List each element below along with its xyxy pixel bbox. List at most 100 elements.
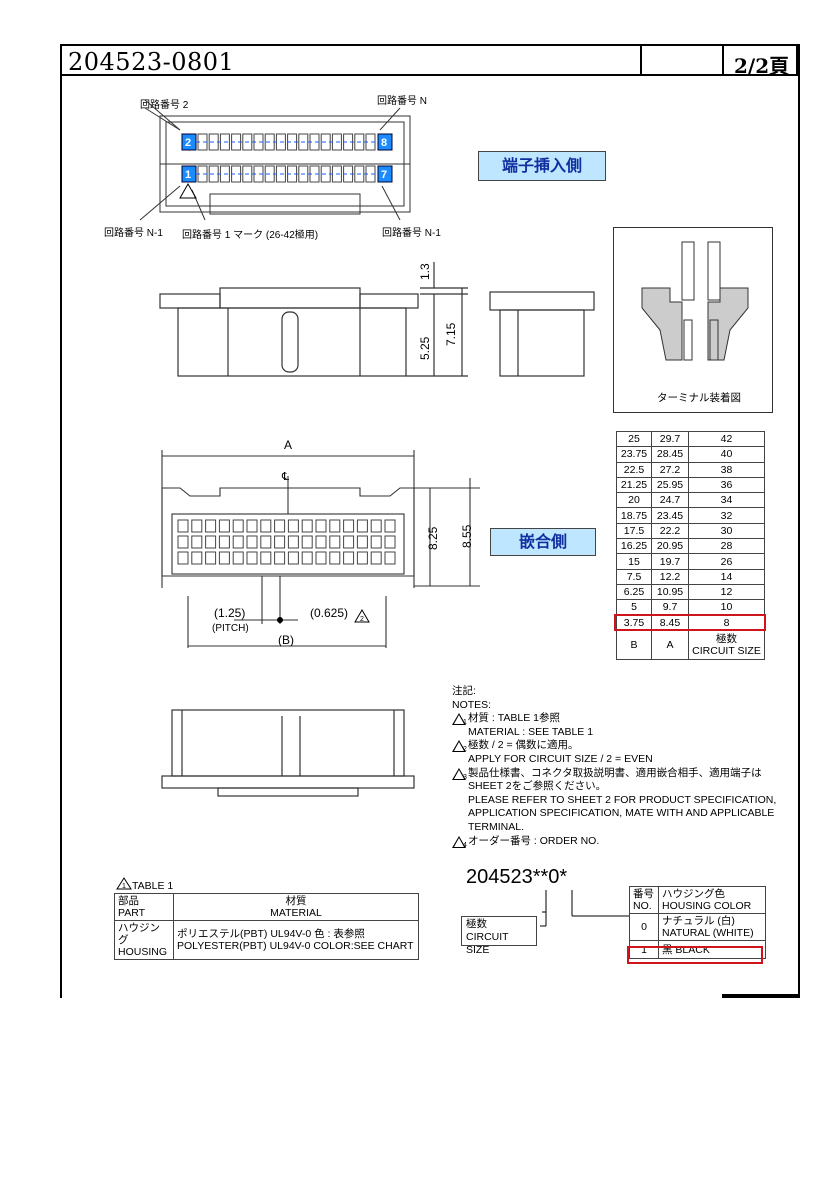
dim-8-25: 8.25	[426, 526, 440, 550]
label-circuit-n1-left: 回路番号 N-1	[104, 228, 163, 239]
front-contact-cell	[356, 551, 368, 565]
front-contact-cell	[205, 551, 217, 565]
front-contact-cell	[356, 535, 368, 549]
highlight-black-housing	[627, 946, 763, 964]
pin-label-8: 8	[381, 137, 387, 149]
cell-circuits: 36	[688, 476, 765, 494]
pin-cavity	[354, 133, 365, 151]
terminal-section-drawing	[641, 241, 749, 361]
order-code: 204523**0*	[466, 866, 568, 888]
front-contact-cell	[329, 535, 341, 549]
front-contact-cell	[315, 551, 327, 565]
pin-label-2: 2	[185, 137, 191, 149]
note-1-jp: 材質 : TABLE 1参照	[468, 712, 560, 725]
label-circuit-n1-right: 回路番号 N-1	[382, 228, 441, 239]
cell-b: 5	[616, 599, 652, 616]
pin-label-1: 1	[185, 169, 191, 181]
pin-cavity	[242, 165, 253, 183]
dim-5-25: 5.25	[418, 336, 432, 360]
pitch-label: (PITCH)	[212, 623, 249, 634]
cell-b: 23.75	[616, 446, 652, 463]
notes-block: 注記: NOTES: 1 材質 : TABLE 1参照 MATERIAL : S…	[452, 685, 792, 849]
note-2-en: APPLY FOR CIRCUIT SIZE / 2 = EVEN	[468, 752, 653, 765]
table-1-triangle-icon: 1	[116, 877, 132, 890]
front-contact-cell	[218, 551, 230, 565]
cell-b: 21.25	[616, 476, 652, 494]
note-3-triangle-icon: 3	[452, 767, 467, 781]
front-contact-cell	[191, 551, 203, 565]
front-contact-cell	[315, 535, 327, 549]
front-contact-cell	[301, 551, 313, 565]
cell-circuits: 38	[688, 461, 765, 478]
note-2: 2 極数 / 2 = 偶数に適用。 APPLY FOR CIRCUIT SIZE…	[452, 739, 792, 766]
cell-a: 27.2	[651, 461, 689, 478]
front-contact-cell	[232, 535, 244, 549]
hc-row0-color: ナチュラル (白)NATURAL (WHITE)	[658, 913, 766, 941]
front-contact-cell	[205, 535, 217, 549]
front-contact-cell	[260, 551, 272, 565]
note-3: 3 製品仕様書、コネクタ取扱説明書、適用嵌合相手、適用端子は SHEET 2をご…	[452, 767, 792, 835]
cell-circuits: 40	[688, 446, 765, 463]
header-circuits-jp: 極数	[716, 632, 737, 645]
label-circuit-n: 回路番号 N	[377, 96, 427, 107]
svg-text:1: 1	[122, 883, 126, 890]
cell-circuits: 26	[688, 553, 765, 570]
front-view-drawing	[161, 450, 480, 648]
pitch-value: (1.25)	[214, 606, 246, 620]
header-a: A	[651, 629, 689, 660]
note-3-en1: PLEASE REFER TO SHEET 2 FOR PRODUCT SPEC…	[468, 793, 777, 806]
header-circuit-size: 極数 CIRCUIT SIZE	[688, 629, 765, 660]
cell-b: 22.5	[616, 461, 652, 478]
front-contact-cell	[246, 535, 258, 549]
front-contact-cell	[384, 535, 396, 549]
cell-circuits: 30	[688, 522, 765, 540]
dim-8-55: 8.55	[460, 524, 474, 548]
cell-a: 22.2	[651, 522, 689, 540]
note-3-jp: 製品仕様書、コネクタ取扱説明書、適用嵌合相手、適用端子は	[468, 766, 762, 779]
circuit-size-callout: 極数 CIRCUIT SIZE	[461, 916, 537, 956]
front-contact-cell	[205, 519, 217, 533]
front-contact-cell	[343, 535, 355, 549]
front-contact-cell	[370, 535, 382, 549]
front-contact-cell	[218, 535, 230, 549]
order-leader-lines	[540, 890, 630, 927]
front-contact-cell	[260, 519, 272, 533]
mating-side-badge: 嵌合側	[490, 528, 596, 556]
notes-title-en: NOTES:	[452, 698, 492, 711]
label-circuit-2: 回路番号 2	[140, 100, 189, 111]
circuit-size-callout-en: CIRCUIT SIZE	[466, 931, 509, 956]
front-contact-cell	[301, 519, 313, 533]
cell-circuits: 10	[688, 599, 765, 616]
top-view-drawing: 2 8 1 7	[139, 100, 411, 221]
note-1-en: MATERIAL : SEE TABLE 1	[468, 725, 594, 738]
dim-b-label: (B)	[278, 633, 294, 647]
cell-circuits: 42	[688, 430, 765, 448]
table-1-title-text: TABLE 1	[132, 880, 174, 892]
front-contact-cell	[191, 535, 203, 549]
label-circuit-1-mark: 回路番号 1 マーク (26-42極用)	[182, 230, 319, 241]
cell-a: 19.7	[651, 553, 689, 570]
pin-cavity	[354, 165, 365, 183]
table-1-title: 1 TABLE 1	[116, 877, 173, 892]
front-contact-cell	[329, 519, 341, 533]
terminal-section-view-box	[613, 227, 773, 413]
pin-8-cavity	[377, 133, 393, 151]
front-contact-cell	[329, 551, 341, 565]
sheet-corner-bar	[722, 994, 798, 998]
header-b: B	[616, 629, 652, 660]
title-divider	[640, 46, 642, 74]
offset-value: (0.625)	[310, 606, 349, 620]
dim-7-15: 7.15	[444, 322, 458, 346]
hc-row0-no: 0	[629, 913, 659, 941]
